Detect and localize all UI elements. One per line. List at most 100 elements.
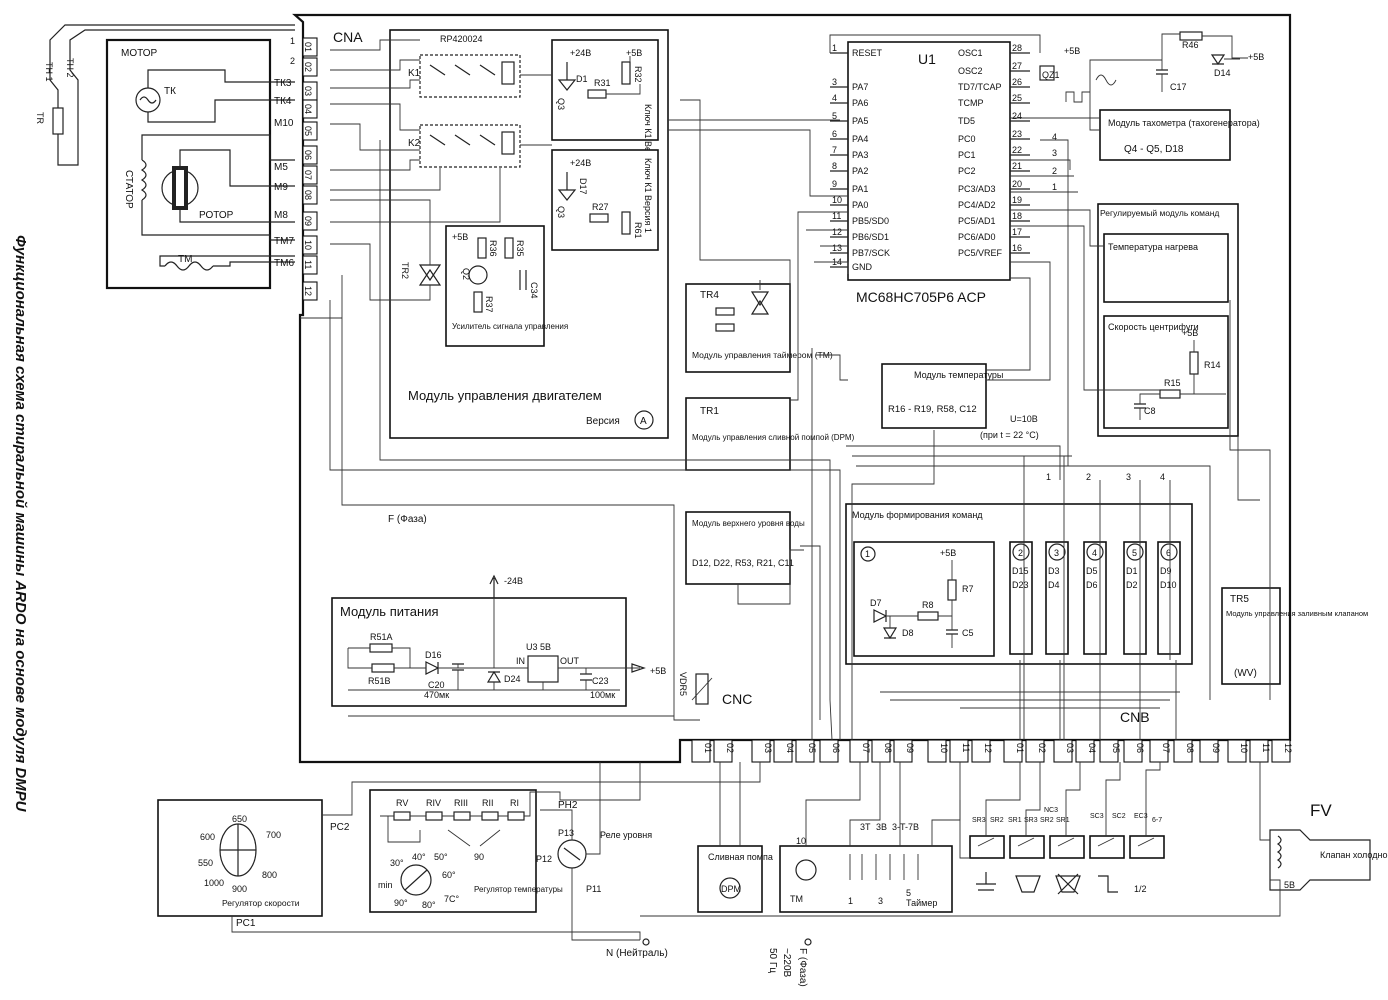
- d17-label: D17: [578, 178, 588, 195]
- cna-pin: [302, 185, 318, 205]
- tr1-frame: [685, 397, 791, 471]
- basin-icon: [1015, 875, 1041, 893]
- tr4-label: TR4: [700, 290, 719, 301]
- sr-2: SR2: [990, 817, 1004, 824]
- command-block: [1083, 541, 1107, 655]
- rotor-label: РОТОР: [199, 210, 234, 221]
- spin-speed-box: [1103, 315, 1229, 429]
- r46-label: R46: [1182, 40, 1199, 50]
- c5-label: C5: [962, 628, 974, 638]
- r27-label: R27: [592, 202, 609, 212]
- cnb-pin: [1173, 739, 1193, 763]
- mcu-right-pin-name: TCMP: [958, 98, 984, 108]
- riii-label: RIII: [454, 798, 468, 808]
- cmd-top-2: 2: [1086, 472, 1091, 482]
- temperature-module: Модуль температуры R16 - R19, R58, C12 U…: [881, 363, 1039, 440]
- motor-frame: [105, 38, 272, 290]
- half-label: 1/2: [1134, 884, 1147, 894]
- c23-value: 100мк: [590, 690, 615, 700]
- mcu-left-pin-name: GND: [852, 262, 873, 272]
- r51b-label: R51B: [368, 676, 391, 686]
- tr2-label: TR2: [400, 262, 410, 279]
- r8-label: R8: [922, 600, 934, 610]
- cnc-pin-label: 04: [785, 743, 795, 753]
- th1-label: ТН 1: [44, 62, 54, 82]
- terminal-m8: М8: [274, 210, 288, 221]
- cnb-pin-label: 09: [1211, 743, 1221, 753]
- cna-pin-label: 08: [303, 190, 313, 200]
- mcu-left-pin-num: 7: [832, 145, 837, 155]
- cnb-pin-label: 01: [1015, 743, 1025, 753]
- shower-icon: [976, 872, 996, 891]
- cnc-pin-label: 05: [807, 743, 817, 753]
- amp-p5: +5В: [452, 232, 468, 242]
- sr-7: NC3: [1044, 807, 1058, 814]
- cnb-pin-label: 08: [883, 743, 893, 753]
- mcu-left-pin-name: PA6: [852, 98, 868, 108]
- t-70: 7C°: [444, 894, 460, 904]
- timer-frame: [779, 845, 953, 913]
- terminal-tm6: ТМ6: [274, 258, 294, 269]
- riv-label: RIV: [426, 798, 441, 808]
- cna-num-1: 1: [290, 36, 295, 46]
- cnc-pin: [691, 739, 711, 763]
- water-parts: D12, D22, R53, R21, C11: [692, 558, 794, 568]
- mcu-right-pin-name: PC3/AD3: [958, 184, 996, 194]
- cnb-pin-label: 12: [1283, 743, 1293, 753]
- timer-3b: 3B: [876, 822, 887, 832]
- mcu-left-pin-num: 13: [832, 243, 842, 253]
- cnb-pin-label: 07: [861, 743, 871, 753]
- tr-resistor: [52, 107, 64, 135]
- tacho-p5: +5В: [1248, 52, 1264, 62]
- temperature-cond: (при t = 22 °С): [980, 430, 1039, 440]
- cnb-pin: [1099, 739, 1119, 763]
- cnb-pin-label: 05: [1111, 743, 1121, 753]
- tr5-module: TR5 Модуль управления заливным клапаном …: [1221, 587, 1368, 685]
- cnb-pin-label: 08: [1185, 743, 1195, 753]
- sr-4: SR3: [1024, 817, 1038, 824]
- cnb-pin-label: 09: [905, 743, 915, 753]
- terminal-tk3: ТК3: [274, 78, 292, 89]
- r51a-label: R51A: [370, 632, 393, 642]
- cnb-pin: [893, 739, 913, 763]
- temp-heat-box: [1103, 233, 1229, 303]
- side-title: Функциональная схема стиральной машины A…: [12, 235, 29, 813]
- tr4-title: Модуль управления таймером (ТМ): [692, 350, 833, 360]
- mcu-left-pin-name: PA2: [852, 166, 868, 176]
- timer-3t: 3T: [860, 822, 871, 832]
- sr-11: 6-7: [1152, 817, 1162, 824]
- spin-speed-label: Скорость центрифуги: [1108, 322, 1199, 332]
- sr-1: SR3: [972, 817, 986, 824]
- timer-motor: 10 ТМ Таймер 1 3 5 3T 3B 3-T-7B: [779, 762, 961, 913]
- command-block-num: 4: [1092, 548, 1097, 558]
- timer-3t7b: 3-T-7B: [892, 822, 919, 832]
- d8-label: D8: [902, 628, 914, 638]
- cna-pin-label: 06: [303, 150, 313, 160]
- r31-label: R31: [594, 78, 611, 88]
- tm-label: ТМ: [178, 254, 192, 265]
- power-module: Модуль питания -24В R51A R51B D16 C20 47…: [331, 574, 674, 717]
- t-50: 50°: [434, 852, 448, 862]
- r14-label: R14: [1204, 360, 1221, 370]
- p11-label: P11: [586, 884, 601, 894]
- command-block-1: [853, 541, 995, 657]
- cnb-pin-label: 06: [1135, 743, 1145, 753]
- relay-level-label: Реле уровня: [600, 830, 652, 840]
- command-block: [1157, 541, 1181, 655]
- command-p5: +5В: [940, 548, 956, 558]
- mcu-name: U1: [918, 51, 936, 67]
- cnc-pin: [819, 739, 839, 763]
- p13-label: P13: [558, 828, 574, 838]
- power-title: Модуль питания: [340, 604, 439, 619]
- command-block-a: D5: [1086, 566, 1098, 576]
- mcu-bus-numbers: 4 3 2 1: [1052, 132, 1057, 192]
- mcu-left-pin-name: PA3: [852, 150, 868, 160]
- mcu-right-pin-name: PC6/AD0: [958, 232, 996, 242]
- sr-6: SR1: [1056, 817, 1070, 824]
- d7-label: D7: [870, 598, 882, 608]
- cna-pin: [302, 235, 318, 255]
- tr5-title: Модуль управления заливным клапаном: [1226, 609, 1368, 618]
- t-40: 40°: [412, 852, 426, 862]
